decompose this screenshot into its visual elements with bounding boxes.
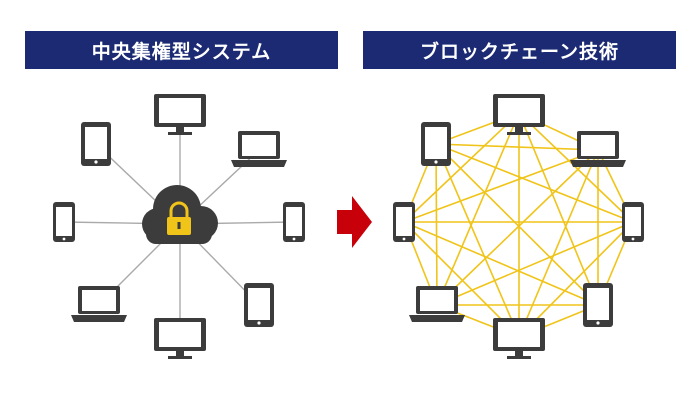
tablet-icon (244, 283, 274, 327)
centralized-system-title: 中央集権型システム (25, 31, 338, 69)
cloud-lock-icon (142, 185, 218, 244)
mesh-line (518, 112, 634, 223)
mesh-line (518, 112, 599, 306)
blockchain-title: ブロックチェーン技術 (363, 31, 676, 69)
right-arrow-icon (337, 196, 372, 248)
laptop-icon (409, 286, 465, 322)
laptop-icon (71, 286, 127, 322)
phone-icon (283, 202, 305, 242)
laptop-icon (231, 131, 287, 167)
mesh-line (435, 143, 599, 151)
mesh-line (436, 112, 520, 306)
mesh-line (436, 221, 634, 306)
mesh-line (435, 143, 520, 338)
tablet-icon (421, 122, 451, 166)
mesh-line (518, 221, 634, 338)
monitor-icon (154, 94, 206, 135)
laptop-icon (570, 131, 626, 167)
monitor-icon (493, 318, 545, 359)
mesh-line (518, 149, 599, 338)
tablet-icon (81, 122, 111, 166)
phone-icon (393, 202, 415, 242)
monitor-icon (154, 318, 206, 359)
monitor-icon (493, 94, 545, 135)
mesh-line (403, 112, 520, 223)
phone-icon (53, 202, 75, 242)
tablet-icon (583, 283, 613, 327)
mesh-line (435, 143, 634, 223)
mesh-line (435, 143, 599, 306)
phone-icon (622, 202, 644, 242)
mesh-line (436, 149, 599, 306)
mesh-line (435, 143, 438, 306)
mesh-line (403, 221, 520, 338)
